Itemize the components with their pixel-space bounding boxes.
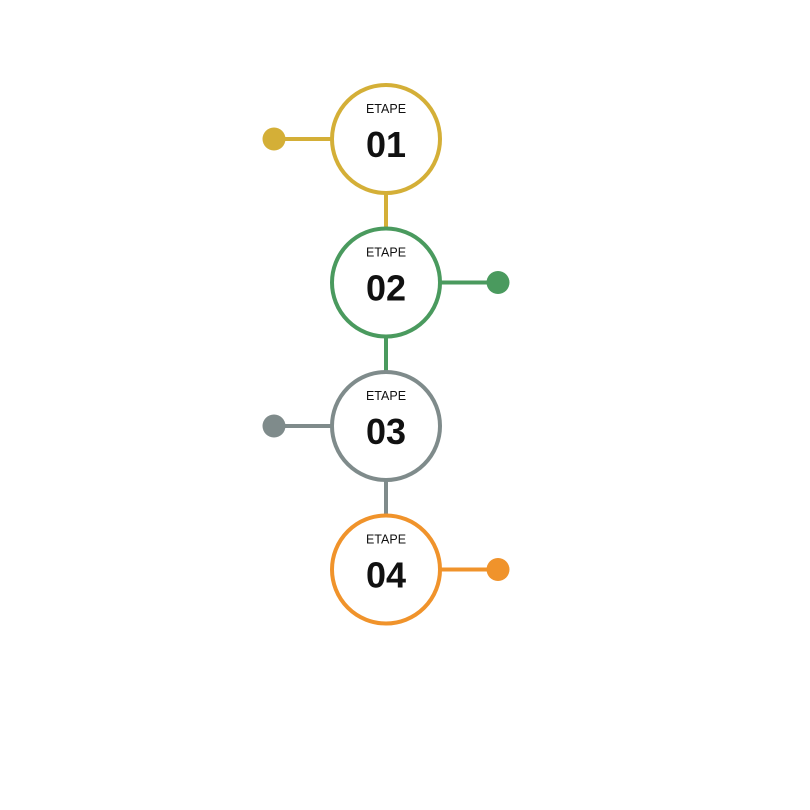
- step-circle: [330, 513, 442, 626]
- step-label: ETAPE: [366, 102, 406, 116]
- branch-dot: [486, 271, 510, 294]
- branch-dot: [262, 127, 286, 151]
- step-number: 01: [366, 124, 406, 165]
- branch-dot: [486, 558, 510, 581]
- step-label: ETAPE: [366, 389, 406, 403]
- step-circle: [330, 226, 442, 339]
- step-label: ETAPE: [366, 533, 406, 547]
- step-circle: [330, 370, 442, 482]
- step-number: 03: [366, 411, 406, 452]
- branch-dot: [262, 414, 286, 438]
- step-label: ETAPE: [366, 246, 406, 260]
- step-circle: [330, 83, 442, 195]
- step-number: 04: [366, 555, 406, 596]
- step-number: 02: [366, 268, 406, 309]
